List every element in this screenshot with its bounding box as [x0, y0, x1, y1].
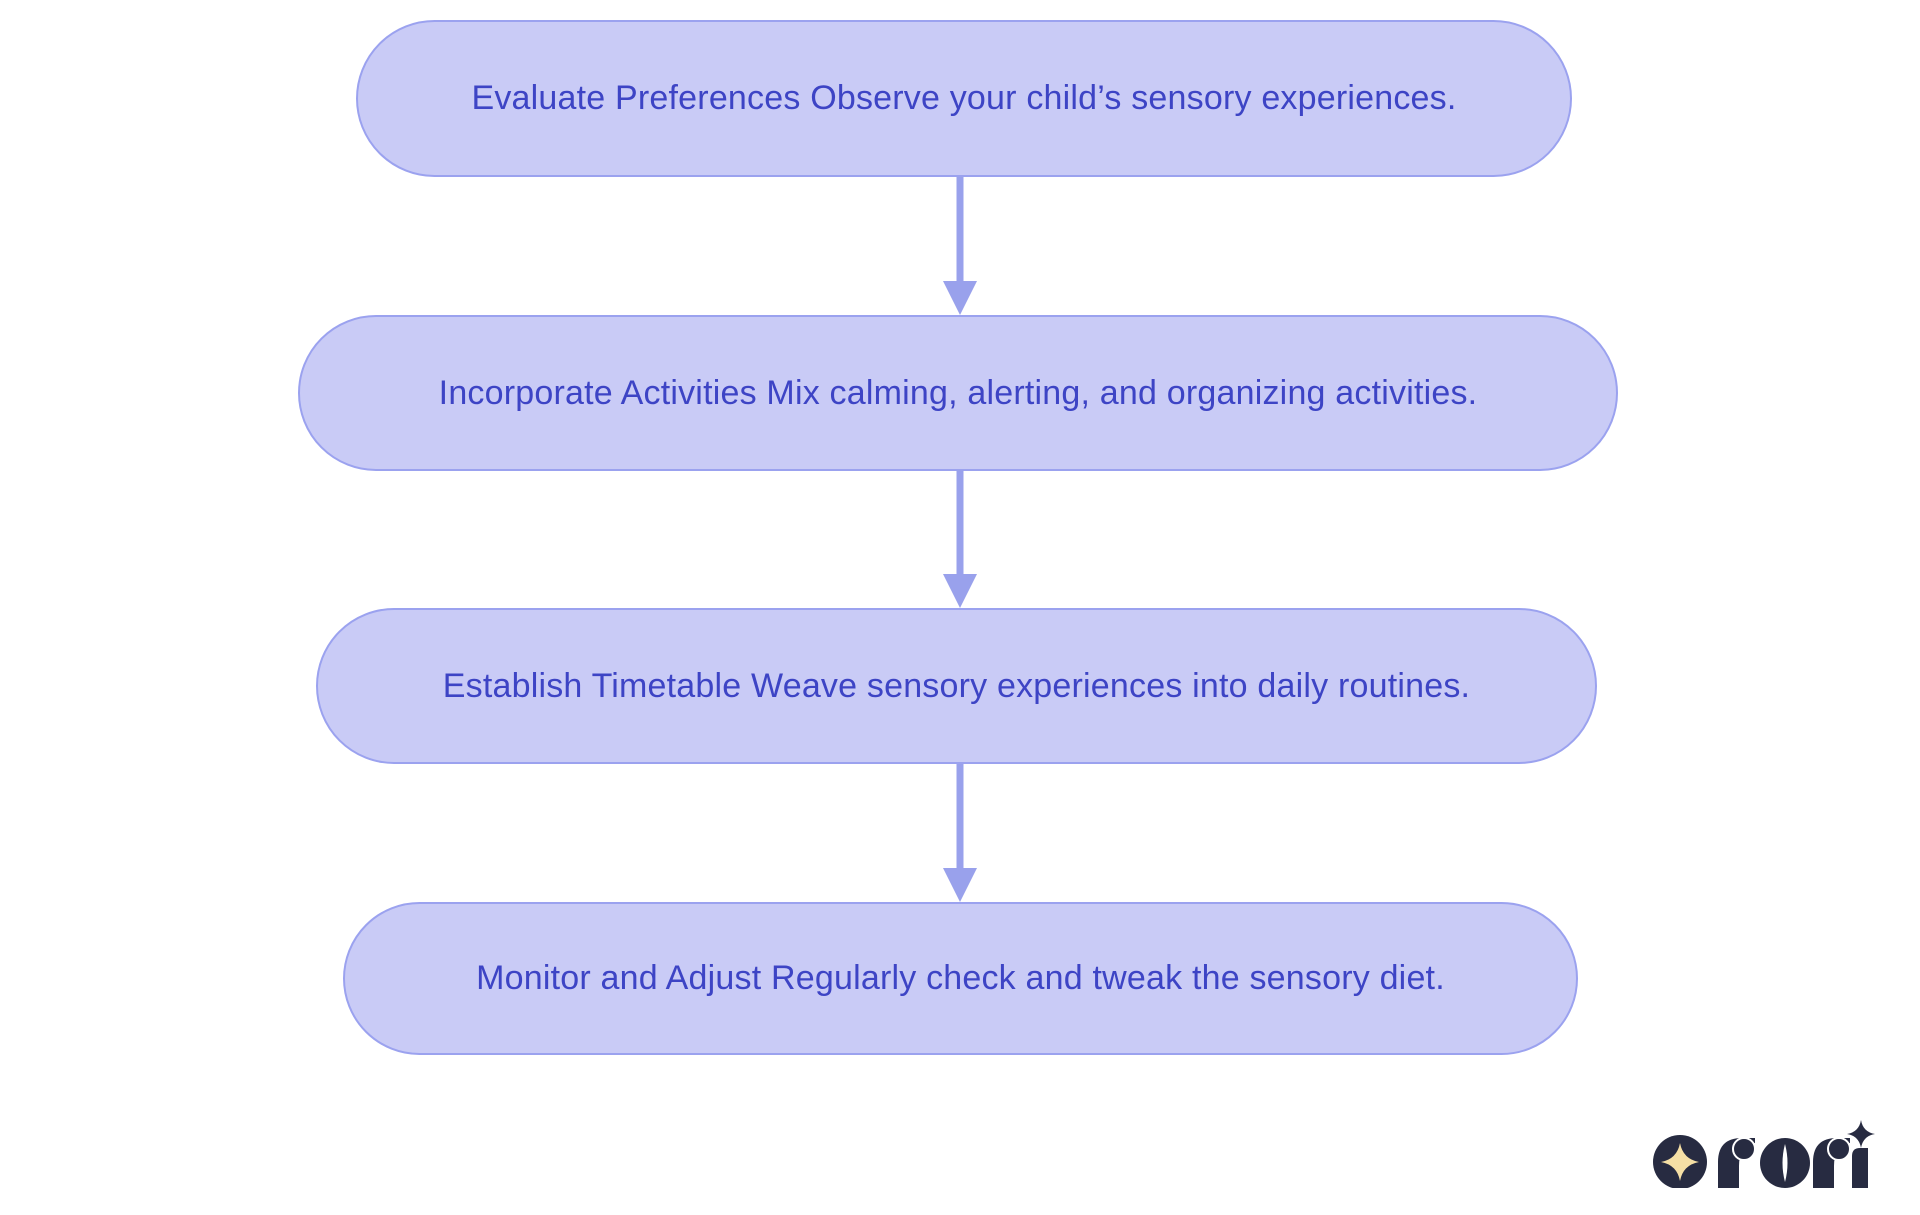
- flow-node-label: Monitor and Adjust Regularly check and t…: [476, 959, 1445, 997]
- letter-r-glyph: [1718, 1137, 1756, 1188]
- rori-logo-graphic: [1653, 1120, 1875, 1189]
- flow-node-label: Incorporate Activities Mix calming, aler…: [438, 373, 1478, 412]
- letter-i-glyph: [1847, 1120, 1875, 1188]
- sparkle-icon: [1661, 1143, 1699, 1181]
- flow-node-evaluate-preferences: Evaluate Preferences Observe your child’…: [356, 20, 1572, 177]
- arrow-head: [943, 574, 977, 608]
- flow-node-monitor-adjust: Monitor and Adjust Regularly check and t…: [343, 902, 1578, 1055]
- arrow-head: [943, 868, 977, 902]
- flow-arrow-down-2: [943, 470, 977, 608]
- letter-o-glyph: [1760, 1138, 1810, 1188]
- flow-node-establish-timetable: Establish Timetable Weave sensory experi…: [316, 608, 1597, 764]
- sparkle-icon: [1847, 1120, 1875, 1148]
- flow-node-incorporate-activities: Incorporate Activities Mix calming, aler…: [298, 315, 1618, 471]
- flow-arrow-down-1: [943, 177, 977, 315]
- flow-node-label: Establish Timetable Weave sensory experi…: [442, 666, 1471, 705]
- rori-logo: rori: [1652, 1116, 1878, 1189]
- flow-node-label: Evaluate Preferences Observe your child’…: [471, 79, 1457, 117]
- letter-r-glyph: [1812, 1137, 1851, 1189]
- arrow-head: [943, 281, 977, 315]
- flow-arrow-down-3: [943, 764, 977, 902]
